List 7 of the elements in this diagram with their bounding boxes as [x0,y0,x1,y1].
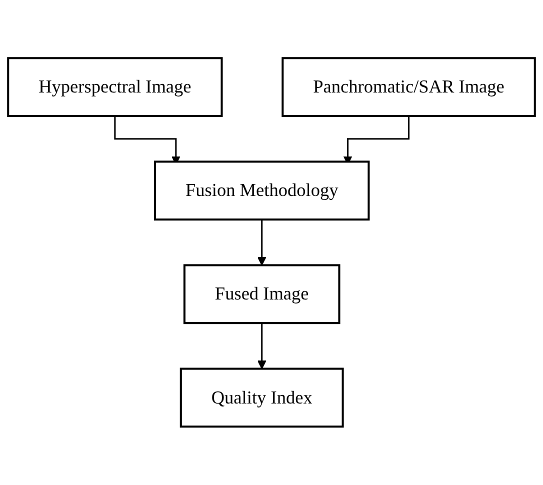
node-box: Panchromatic/SAR Image [282,57,536,118]
node-box: Fused Image [183,264,340,324]
node-box: Quality Index [180,368,344,428]
arrow [257,218,266,266]
node-box: Hyperspectral Image [7,57,223,118]
arrow [257,322,266,370]
node-box: Fusion Methodology [154,160,370,221]
